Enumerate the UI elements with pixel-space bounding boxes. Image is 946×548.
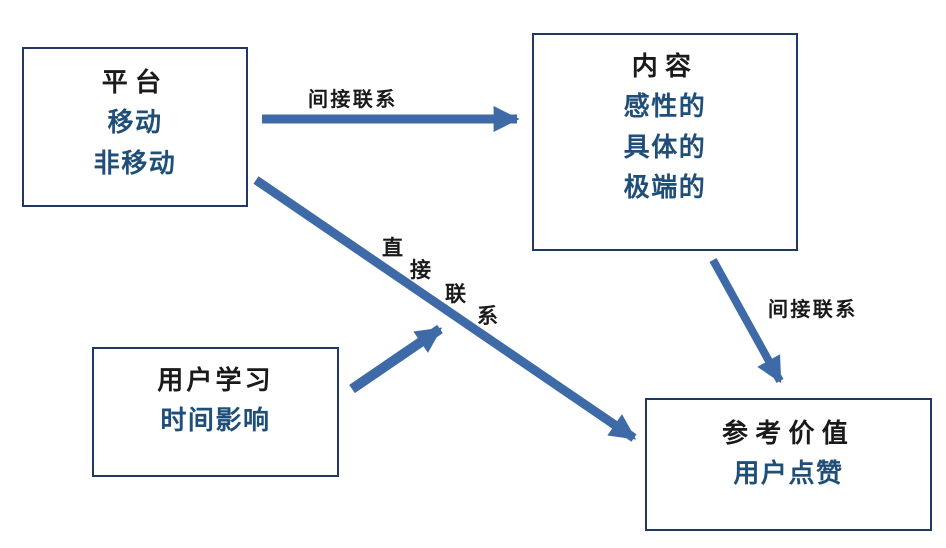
label-indirect-link-right: 间接联系 [768,297,858,321]
label-direct-link-char: 联 [445,282,466,306]
arrow-platform-to-reference-value [253,176,637,442]
box-platform: 平台 移动 非移动 [22,47,248,207]
box-reference-value-title: 参考价值 [721,419,856,449]
box-platform-title: 平台 [101,68,169,98]
box-reference-value-item: 用户点赞 [733,459,844,490]
label-direct-link-char: 直 [382,236,403,260]
box-user-learning-item: 时间影响 [160,406,271,437]
box-content-item: 感性的 [623,92,707,123]
label-direct-link-char: 系 [477,304,498,328]
label-indirect-link-top: 间接联系 [308,87,398,111]
label-direct-link-char: 接 [410,258,431,282]
arrow-user-learning-to-direct-link [349,324,443,394]
box-content-title: 内容 [631,52,699,82]
arrow-content-to-reference-value [709,258,784,384]
box-content-item: 具体的 [623,132,707,163]
box-platform-item: 非移动 [93,148,177,179]
box-platform-item: 移动 [107,108,163,139]
box-user-learning-title: 用户学习 [157,366,274,396]
box-content-item: 极端的 [623,172,707,203]
box-content: 内容 感性的 具体的 极端的 [532,33,798,251]
box-user-learning: 用户学习 时间影响 [92,347,339,477]
box-reference-value: 参考价值 用户点赞 [645,398,932,531]
